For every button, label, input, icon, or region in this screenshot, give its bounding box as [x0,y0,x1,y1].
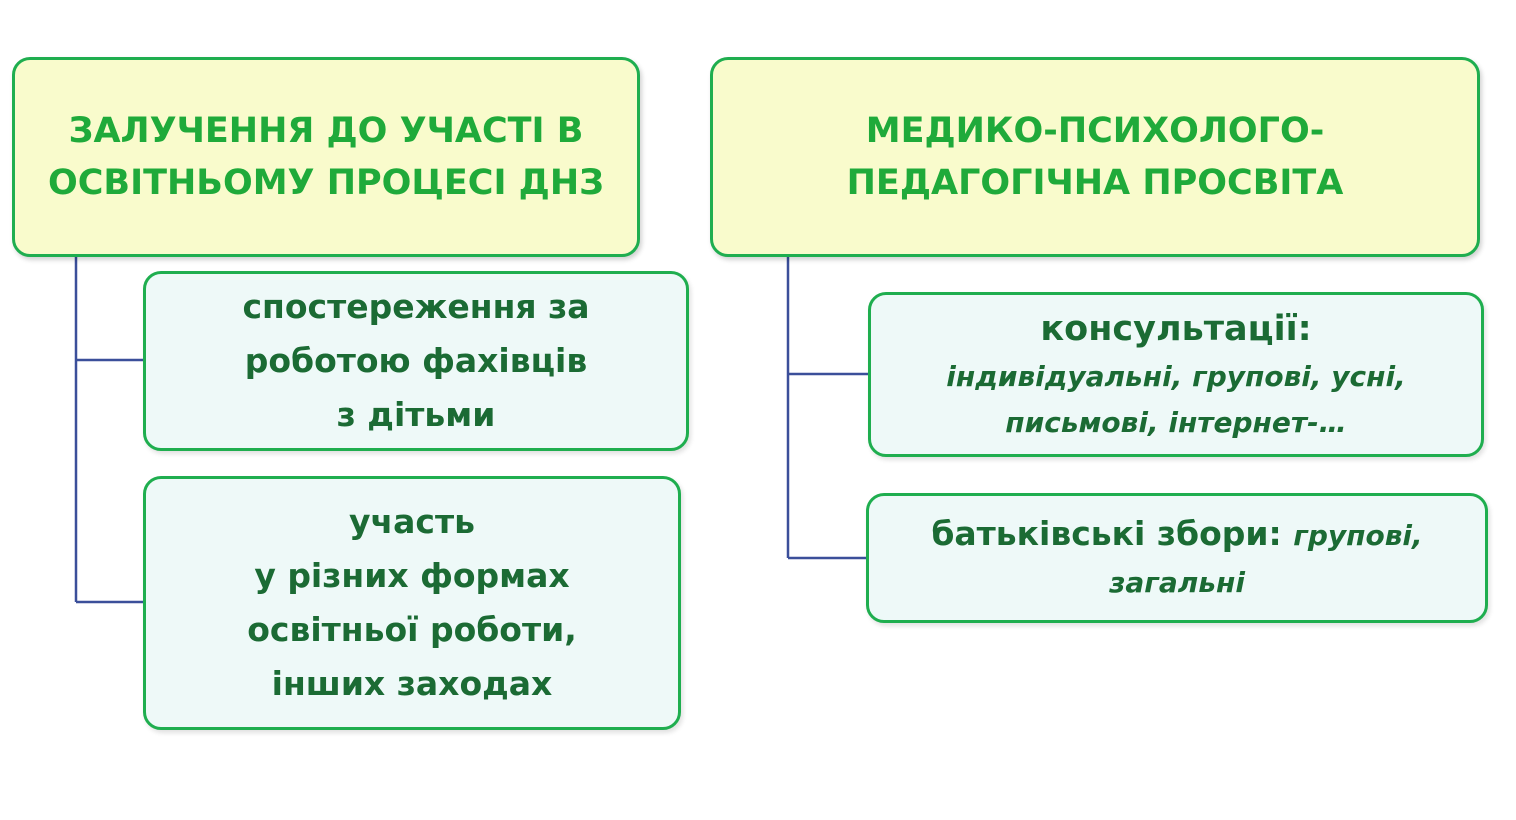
participation-line-3: освітньої роботи, [247,610,577,649]
left-header-box: ЗАЛУЧЕННЯ ДО УЧАСТІ В ОСВІТНЬОМУ ПРОЦЕСІ… [12,57,640,257]
left-header-line-1: ЗАЛУЧЕННЯ ДО УЧАСТІ В [68,111,584,151]
participation-line-1: участь [349,502,475,541]
parent-meetings-box: батьківські збори: групові, загальні [866,493,1488,623]
observation-line-2: роботою фахівців [244,341,588,380]
parent-meetings-type-general: загальні [1109,566,1245,599]
right-header-line-1: МЕДИКО-ПСИХОЛОГО- [865,111,1325,151]
participation-box: участь у різних формах освітньої роботи,… [143,476,681,730]
participation-line-2: у різних формах [254,556,570,595]
observation-box: спостереження за роботою фахівців з діть… [143,271,689,451]
observation-line-1: спостереження за [242,287,590,326]
left-header-line-2: ОСВІТНЬОМУ ПРОЦЕСІ ДНЗ [47,163,605,203]
consultations-types-line-2: письмові, інтернет-… [1005,405,1347,439]
consultations-title: консультації: [1040,308,1312,349]
consultations-box: консультації: індивідуальні, групові, ус… [868,292,1484,457]
observation-line-3: з дітьми [336,395,496,434]
consultations-types-line-1: індивідуальні, групові, усні, [946,359,1406,393]
right-header-box: МЕДИКО-ПСИХОЛОГО- ПЕДАГОГІЧНА ПРОСВІТА [710,57,1480,257]
participation-line-4: інших заходах [271,664,553,703]
parent-meetings-type-group: групові, [1293,519,1423,552]
parent-meetings-title: батьківські збори: [931,514,1282,553]
parent-meetings-first-line: батьківські збори: групові, [931,510,1422,560]
right-header-line-2: ПЕДАГОГІЧНА ПРОСВІТА [846,163,1344,203]
